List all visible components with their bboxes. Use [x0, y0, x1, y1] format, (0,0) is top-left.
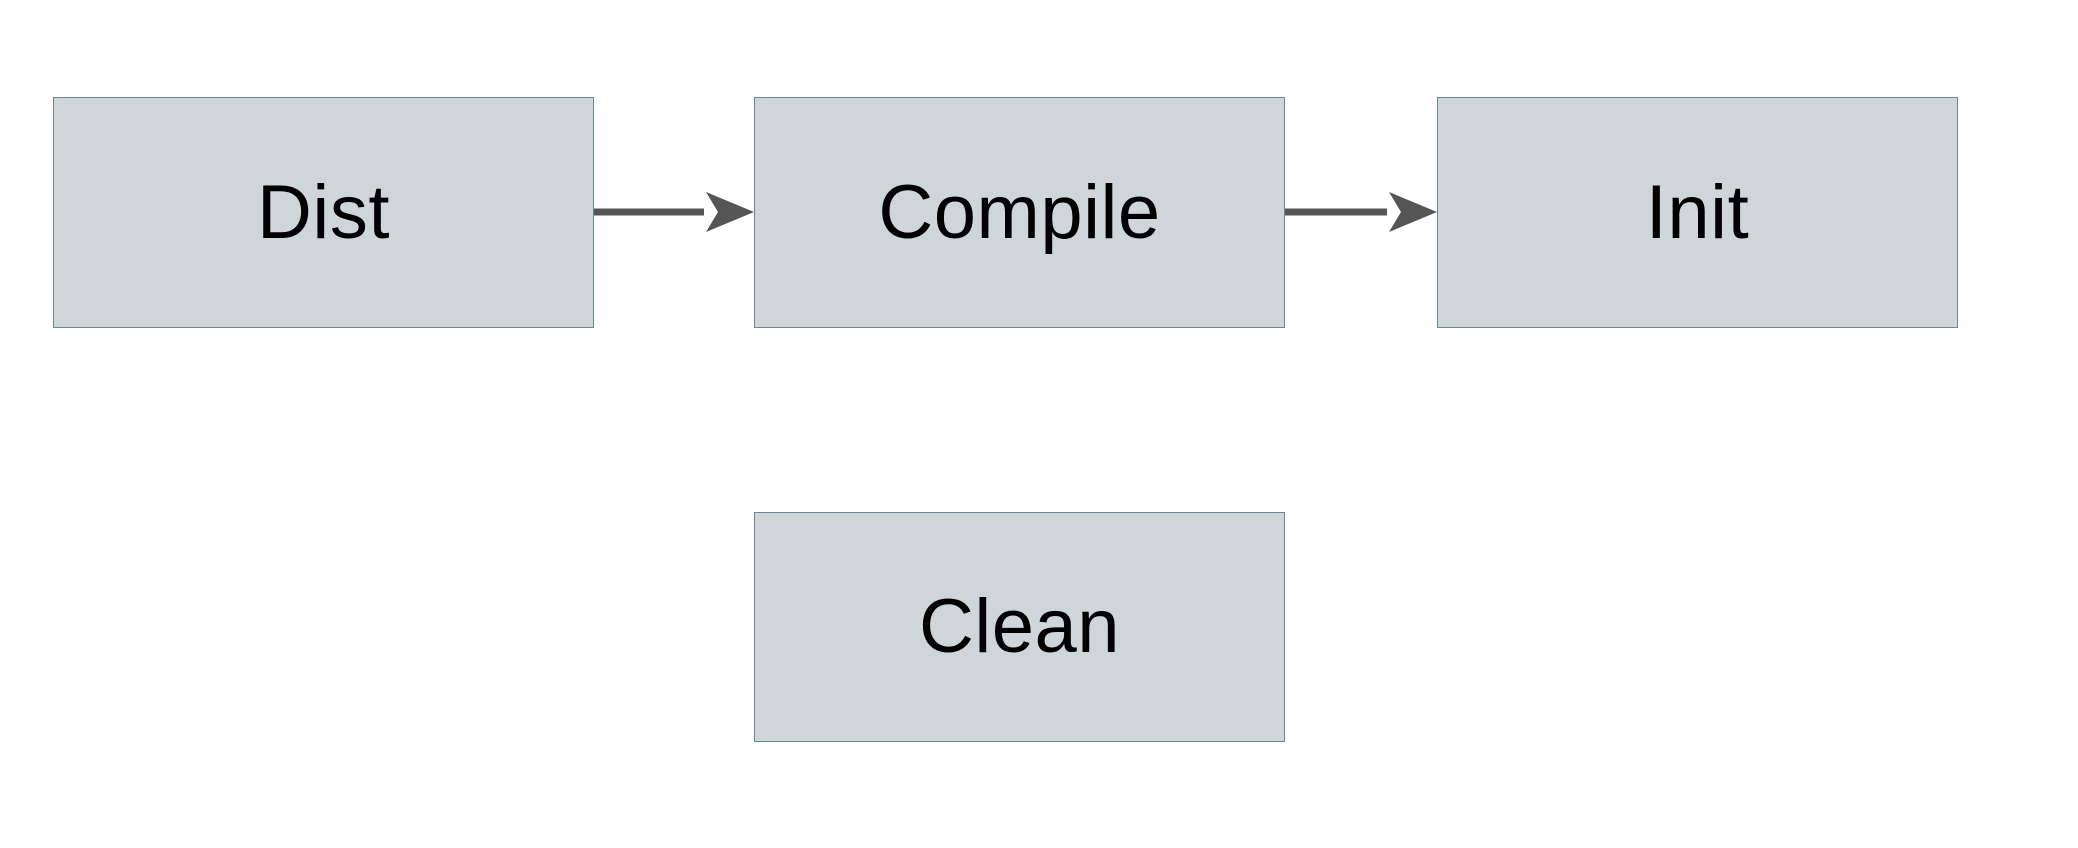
node-label-init: Init [1645, 169, 1750, 255]
diagram-node-dist[interactable]: Dist [53, 97, 594, 328]
diagram-node-init[interactable]: Init [1437, 97, 1958, 328]
diagram-node-clean[interactable]: Clean [754, 512, 1285, 742]
diagram-edge-dist-to-compile[interactable] [594, 186, 754, 238]
diagram-edge-compile-to-init[interactable] [1285, 186, 1437, 238]
diagram-node-compile[interactable]: Compile [754, 97, 1285, 328]
node-label-compile: Compile [878, 169, 1161, 255]
arrowhead-icon [706, 192, 754, 232]
arrowhead-icon [1389, 192, 1437, 232]
node-label-clean: Clean [918, 584, 1121, 669]
node-label-dist: Dist [257, 169, 390, 255]
